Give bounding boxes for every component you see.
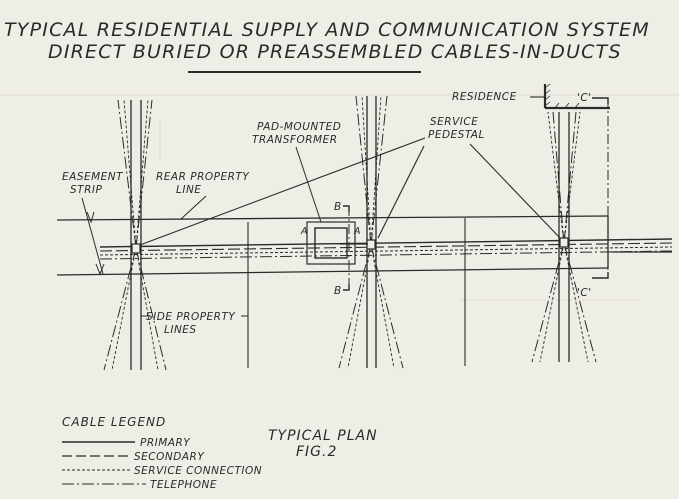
legend-label-secondary: SECONDARY [134, 451, 205, 463]
rear-property-label-1: REAR PROPERTY [156, 171, 250, 183]
side-property-label-1: SIDE PROPERTY [146, 311, 236, 323]
title-line-2: DIRECT BURIED OR PREASSEMBLED CABLES-IN-… [48, 41, 622, 63]
residence-corner [530, 83, 610, 110]
easement-label-1: EASEMENT [62, 171, 124, 183]
rear-property-leader [180, 195, 207, 220]
easement-dimension [81, 197, 105, 276]
easement-strip [56, 215, 672, 276]
section-c-bottom: 'C' [577, 287, 592, 299]
service-pedestal-label-2: PEDESTAL [428, 129, 485, 141]
cable-legend-title: CABLE LEGEND [62, 415, 166, 429]
service-fan-left [103, 99, 167, 371]
service-fan-right [531, 111, 597, 363]
section-b-top: B [334, 201, 342, 213]
pad-mounted-label-1: PAD-MOUNTED [257, 121, 341, 133]
residence-label: RESIDENCE [452, 91, 517, 103]
section-a-left: A [300, 226, 308, 237]
service-pedestal-label-1: SERVICE [430, 116, 478, 128]
legend-label-service-connection: SERVICE CONNECTION [134, 465, 262, 477]
section-b-bottom: B [334, 285, 342, 297]
figure-number: FIG.2 [296, 444, 337, 460]
rear-property-label-2: LINE [176, 184, 201, 196]
side-property-lines [130, 96, 570, 370]
title-line-1: TYPICAL RESIDENTIAL SUPPLY AND COMMUNICA… [4, 19, 650, 41]
transformer-leader [295, 146, 322, 223]
section-c-top: 'C' [577, 92, 592, 104]
pad-mounted-label-2: TRANSFORMER [252, 134, 338, 146]
section-b-markers [343, 205, 350, 291]
typical-plan-caption: TYPICAL PLAN [268, 428, 378, 444]
side-property-label-2: LINES [164, 324, 197, 336]
background-ghost-lines [0, 94, 679, 301]
legend-label-primary: PRIMARY [140, 437, 191, 449]
service-pedestal-leaders [139, 137, 561, 246]
main-cable-runs [99, 238, 673, 260]
easement-label-2: STRIP [70, 184, 102, 196]
service-fan-middle [338, 95, 404, 369]
legend-label-telephone: TELEPHONE [150, 479, 217, 491]
pad-mounted-transformer [306, 221, 368, 265]
section-c-markers [592, 97, 609, 279]
service-pedestals [131, 237, 569, 254]
section-a-right: A [353, 226, 361, 237]
lot-dividers [247, 218, 466, 368]
